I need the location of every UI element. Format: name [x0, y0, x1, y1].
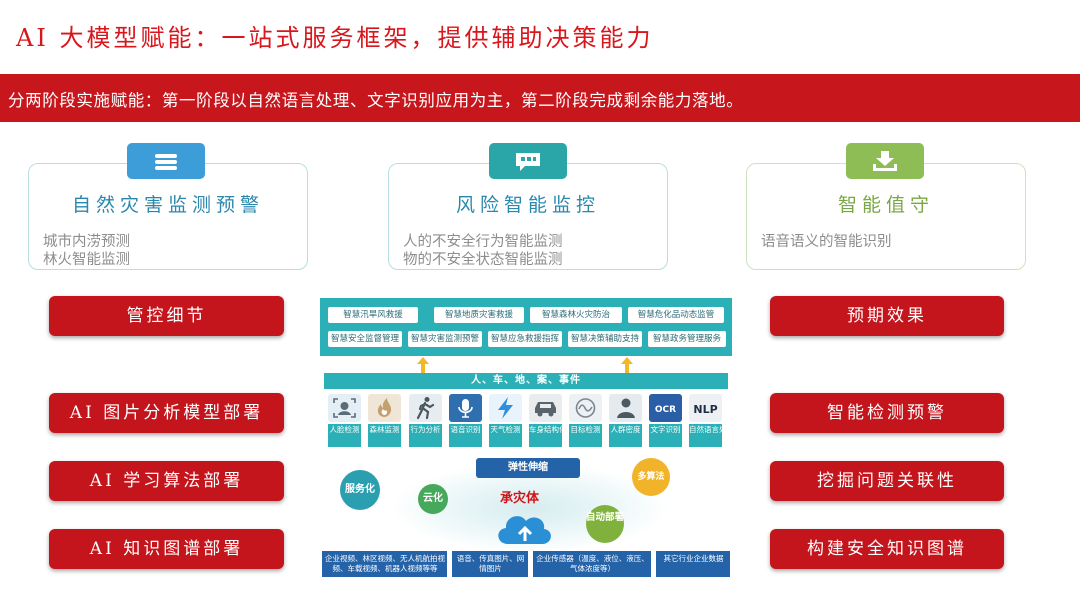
- framework-diagram: 智慧汛旱风救援 智慧地质灾害救援 智慧森林火灾防治 智慧危化品动态监管 智慧安全…: [320, 298, 732, 580]
- ai-learning-algorithm-button: AI 学习算法部署: [49, 461, 284, 501]
- capability-icon-cell: [529, 394, 562, 422]
- bubble-multi-algorithm: 多算法: [632, 458, 670, 496]
- nlp-icon: NLP: [693, 403, 717, 416]
- chat-bubble-icon: [516, 153, 540, 171]
- data-source-box: 其它行业企业数据: [656, 551, 730, 577]
- lightning-icon: [498, 397, 513, 419]
- capability-icon-cell: [449, 394, 482, 422]
- app-pill: 智慧危化品动态监管: [628, 307, 724, 323]
- capability-label: 天气检测: [489, 424, 522, 447]
- entity-bar: 人、车、地、案、事件: [324, 373, 728, 389]
- capability-label: 目标检测: [569, 424, 602, 447]
- data-source-box: 企业传感器（温度、液位、液压、气体浓度等）: [533, 551, 651, 577]
- mine-correlation-button: 挖掘问题关联性: [770, 461, 1004, 501]
- document-list-icon: [155, 154, 177, 170]
- app-pill: 智慧政务管理服务: [648, 331, 726, 347]
- ai-knowledge-graph-button: AI 知识图谱部署: [49, 529, 284, 569]
- app-pill: 智慧森林火灾防治: [530, 307, 622, 323]
- card-title: 智能值守: [837, 194, 934, 216]
- capability-icon-cell: [368, 394, 401, 422]
- card-tab-1: [127, 143, 205, 179]
- card-disaster-warning: 自然灾害监测预警 城市内涝预测 林火智能监测: [28, 163, 308, 270]
- nlp-text: NLP: [693, 403, 717, 416]
- app-pill: 智慧决策辅助支持: [568, 331, 642, 347]
- capability-label: 人脸检测: [328, 424, 361, 447]
- capability-icon-cell: [328, 394, 361, 422]
- data-source-box: 语音、传真图片、网情图片: [452, 551, 528, 577]
- capability-icon-cell: [569, 394, 602, 422]
- expected-effect-button: 预期效果: [770, 296, 1004, 336]
- card-title: 风险智能监控: [455, 194, 600, 216]
- walking-person-icon: [416, 397, 435, 420]
- target-icon: [575, 398, 596, 418]
- app-pill: 智慧灾害监测预警: [408, 331, 482, 347]
- capability-label: 车身结构化: [529, 424, 562, 447]
- elastic-scaling-label: 弹性伸缩: [476, 458, 580, 478]
- capability-label: 语音识别: [449, 424, 482, 447]
- crowd-icon: [617, 398, 635, 418]
- microphone-icon: [458, 399, 473, 418]
- up-arrow-stem: [625, 363, 629, 373]
- capability-label: 森林监测: [368, 424, 401, 447]
- banner: 分两阶段实施赋能：第一阶段以自然语言处理、文字识别应用为主，第二阶段完成剩余能力…: [0, 74, 1080, 122]
- capability-label: 行为分析: [409, 424, 442, 447]
- bubble-cloud: 云化: [418, 484, 448, 514]
- app-pill: 智慧应急救援指挥: [488, 331, 562, 347]
- data-source-box: 企业视频、林区视频、无人机航拍视频、车载视频、机器人视频等等: [322, 551, 447, 577]
- card-risk-monitor: 风险智能监控 人的不安全行为智能监测 物的不安全状态智能监测: [388, 163, 668, 270]
- capability-icon-cell: [609, 394, 642, 422]
- page-title: AI 大模型赋能：一站式服务框架，提供辅助决策能力: [16, 24, 654, 52]
- disaster-bearer-label: 承灾体: [500, 491, 540, 506]
- face-icon: [333, 398, 356, 418]
- app-pill: 智慧安全监督管理: [328, 331, 402, 347]
- bubble-auto-deploy: 自动部署: [586, 505, 624, 543]
- ai-image-model-button: AI 图片分析模型部署: [49, 393, 284, 433]
- control-details-button: 管控细节: [49, 296, 284, 336]
- card-line: 语音语义的智能识别: [761, 234, 892, 250]
- card-smart-duty: 智能值守 语音语义的智能识别: [746, 163, 1026, 270]
- application-layer: 智慧汛旱风救援 智慧地质灾害救援 智慧森林火灾防治 智慧危化品动态监管 智慧安全…: [320, 298, 732, 356]
- capability-icon-cell: [489, 394, 522, 422]
- smart-detection-button: 智能检测预警: [770, 393, 1004, 433]
- capability-icon-cell: NLP: [689, 394, 722, 422]
- card-line: 城市内涝预测: [43, 234, 130, 250]
- up-arrow-icon: [621, 357, 633, 364]
- fire-icon: [377, 398, 392, 417]
- up-arrow-icon: [417, 357, 429, 364]
- card-line: 人的不安全行为智能监测: [403, 234, 563, 250]
- capability-label: 自然语言处理: [689, 424, 722, 447]
- app-pill: 智慧汛旱风救援: [328, 307, 418, 323]
- bubble-service: 服务化: [340, 470, 380, 510]
- capability-label: 文字识别: [649, 424, 682, 447]
- ocr-text: OCR: [655, 405, 676, 415]
- cloud-upload-icon: [498, 516, 551, 544]
- build-knowledge-graph-button: 构建安全知识图谱: [770, 529, 1004, 569]
- card-tab-2: [489, 143, 567, 179]
- capability-icon-cell: [409, 394, 442, 422]
- up-arrow-stem: [421, 363, 425, 373]
- car-icon: [535, 402, 556, 417]
- banner-text: 分两阶段实施赋能：第一阶段以自然语言处理、文字识别应用为主，第二阶段完成剩余能力…: [8, 91, 744, 110]
- card-title: 自然灾害监测预警: [71, 194, 264, 216]
- capability-icon-cell: OCR: [649, 394, 682, 422]
- card-line: 物的不安全状态智能监测: [403, 252, 563, 268]
- download-tray-icon: [873, 151, 897, 171]
- app-pill: 智慧地质灾害救援: [434, 307, 524, 323]
- capability-label: 人群密度: [609, 424, 642, 447]
- card-tab-3: [846, 143, 924, 179]
- ocr-icon: OCR: [655, 405, 676, 415]
- card-line: 林火智能监测: [43, 252, 130, 268]
